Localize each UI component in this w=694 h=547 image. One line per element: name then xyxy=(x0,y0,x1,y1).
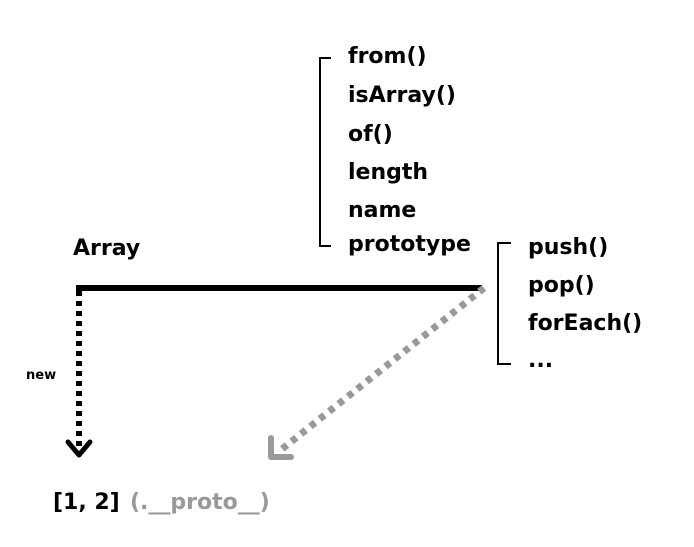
prototype-member-push: push() xyxy=(528,235,609,260)
static-member-name: name xyxy=(348,198,417,223)
new-arrow-head xyxy=(65,439,93,458)
static-member-from: from() xyxy=(348,44,427,69)
static-members-bracket xyxy=(319,57,331,247)
prototype-member-pop: pop() xyxy=(528,273,595,298)
static-member-isarray: isArray() xyxy=(348,83,456,108)
array-constructor-label: Array xyxy=(73,236,141,261)
prototype-members-bracket xyxy=(497,242,511,365)
static-member-prototype: prototype xyxy=(348,232,471,257)
new-arrow-label: new xyxy=(26,368,57,383)
array-instance-value: [1, 2] xyxy=(53,490,120,515)
prototype-member-ellipsis: ... xyxy=(528,348,554,373)
prototype-member-foreach: forEach() xyxy=(528,311,643,336)
static-member-length: length xyxy=(348,160,429,185)
array-instance-proto-label: (.__proto__) xyxy=(130,490,270,515)
static-member-of: of() xyxy=(348,122,393,147)
proto-arrow-head xyxy=(268,435,294,460)
proto-arrow-line xyxy=(279,285,487,452)
